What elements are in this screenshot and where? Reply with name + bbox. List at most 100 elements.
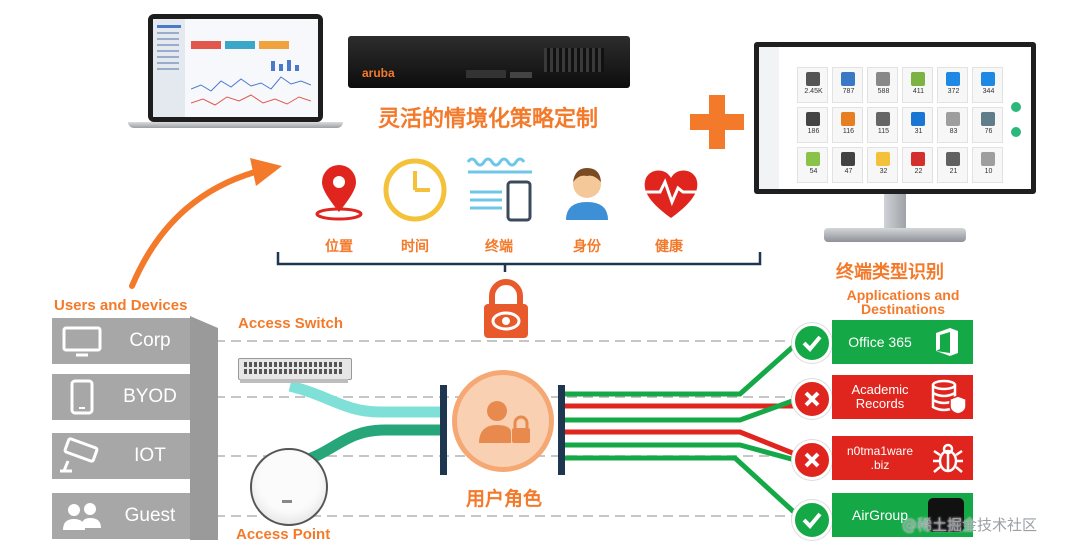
endpoint-tile: 787 <box>832 67 863 103</box>
phone-icon <box>70 379 94 415</box>
monitor-stand <box>824 228 966 242</box>
endpoint-os-icon <box>841 72 855 86</box>
check-icon <box>802 512 822 529</box>
bug-icon <box>933 443 963 473</box>
endpoint-tile: 588 <box>867 67 898 103</box>
endpoint-count: 116 <box>842 128 855 135</box>
context-location <box>304 162 374 222</box>
app-office365: Office 365 <box>832 320 973 364</box>
people-icon <box>63 503 101 530</box>
app-label-academic: Academic Records <box>851 382 909 411</box>
app-label-malware: n0tma1ware .biz <box>846 444 914 472</box>
endpoint-tile: 22 <box>902 147 933 183</box>
endpoint-count: 411 <box>912 88 925 95</box>
context-label-time: 时间 <box>401 239 429 255</box>
endpoint-os-icon <box>981 152 995 166</box>
endpoint-tile: 116 <box>832 107 863 143</box>
endpoint-tile: 32 <box>867 147 898 183</box>
endpoint-tile: 76 <box>972 107 1003 143</box>
device-panel <box>190 316 218 540</box>
context-label-identity: 身份 <box>573 239 601 255</box>
device-label-iot: IOT <box>134 445 166 466</box>
access-point-label: Access Point <box>236 526 331 543</box>
user-role-node <box>452 370 554 472</box>
endpoint-count: 54 <box>809 168 818 175</box>
watermark: @稀土掘金技术社区 <box>902 516 1038 534</box>
endpoint-os-icon <box>876 112 890 126</box>
status-allowed-office <box>792 323 832 363</box>
endpoint-os-icon <box>911 112 925 126</box>
plus-icon <box>690 95 744 149</box>
arrow-head-icon <box>250 158 282 186</box>
endpoint-tile: 186 <box>797 107 828 143</box>
endpoint-tile: 10 <box>972 147 1003 183</box>
app-label-airgroup: AirGroup <box>851 507 909 523</box>
endpoint-os-icon <box>911 152 925 166</box>
route-airgroup <box>565 455 797 515</box>
endpoint-os-icon <box>911 72 925 86</box>
endpoint-os-icon <box>806 112 820 126</box>
endpoint-count: 47 <box>844 168 853 175</box>
endpoint-os-icon <box>876 152 890 166</box>
endpoint-os-icon <box>946 152 960 166</box>
context-identity <box>552 162 622 222</box>
status-blocked-academic <box>792 379 832 419</box>
applications-title: Applications and Destinations <box>846 287 960 317</box>
device-corp: Corp <box>52 318 190 364</box>
database-shield-icon <box>931 379 967 415</box>
route-malware-1 <box>565 429 796 457</box>
endpoint-tile: 372 <box>937 67 968 103</box>
endpoint-count: 32 <box>879 168 888 175</box>
monitor-icon <box>62 326 102 357</box>
flow-arrow <box>129 167 265 289</box>
endpoint-identification-label: 终端类型识别 <box>836 262 944 283</box>
endpoint-tile: 115 <box>867 107 898 143</box>
endpoint-os-icon <box>981 72 995 86</box>
endpoint-tile: 2.45K <box>797 67 828 103</box>
endpoint-tile: 83 <box>937 107 968 143</box>
endpoint-count: 344 <box>982 88 995 95</box>
app-malware: n0tma1ware .biz <box>832 436 973 480</box>
endpoint-os-icon <box>946 112 960 126</box>
ap-flow <box>298 424 445 468</box>
access-switch-device <box>238 358 352 384</box>
x-icon <box>804 391 820 407</box>
route-malware-2 <box>565 442 796 463</box>
endpoint-os-icon <box>841 152 855 166</box>
laptop-base <box>128 122 343 128</box>
context-time <box>380 156 450 224</box>
location-pin-icon <box>315 165 363 221</box>
endpoint-count: 372 <box>947 88 960 95</box>
endpoint-count: 83 <box>949 128 958 135</box>
endpoint-tile: 47 <box>832 147 863 183</box>
endpoint-count: 588 <box>877 88 890 95</box>
users-devices-title: Users and Devices <box>54 297 188 314</box>
endpoint-count: 186 <box>807 128 820 135</box>
device-label-corp: Corp <box>129 330 171 351</box>
person-icon <box>566 168 608 220</box>
laptop-screen <box>148 14 323 122</box>
clock-icon <box>383 158 447 222</box>
device-guest: Guest <box>52 493 190 539</box>
endpoint-os-icon <box>806 152 820 166</box>
endpoint-count: 21 <box>949 168 958 175</box>
access-switch-label: Access Switch <box>238 315 344 332</box>
x-icon <box>804 452 820 468</box>
status-blocked-malware <box>792 440 832 480</box>
endpoint-os-icon <box>841 112 855 126</box>
endpoint-count: 10 <box>984 168 993 175</box>
app-label-office365: Office 365 <box>848 334 912 350</box>
route-office <box>565 343 797 397</box>
endpoint-count: 115 <box>877 128 890 135</box>
endpoint-tile: 21 <box>937 147 968 183</box>
endpoint-count: 22 <box>914 168 923 175</box>
switch-flow <box>288 380 445 418</box>
endpoint-os-icon <box>981 112 995 126</box>
endpoint-os-icon <box>876 72 890 86</box>
context-device <box>462 156 537 224</box>
endpoint-tile: 54 <box>797 147 828 183</box>
camera-icon <box>60 437 99 473</box>
